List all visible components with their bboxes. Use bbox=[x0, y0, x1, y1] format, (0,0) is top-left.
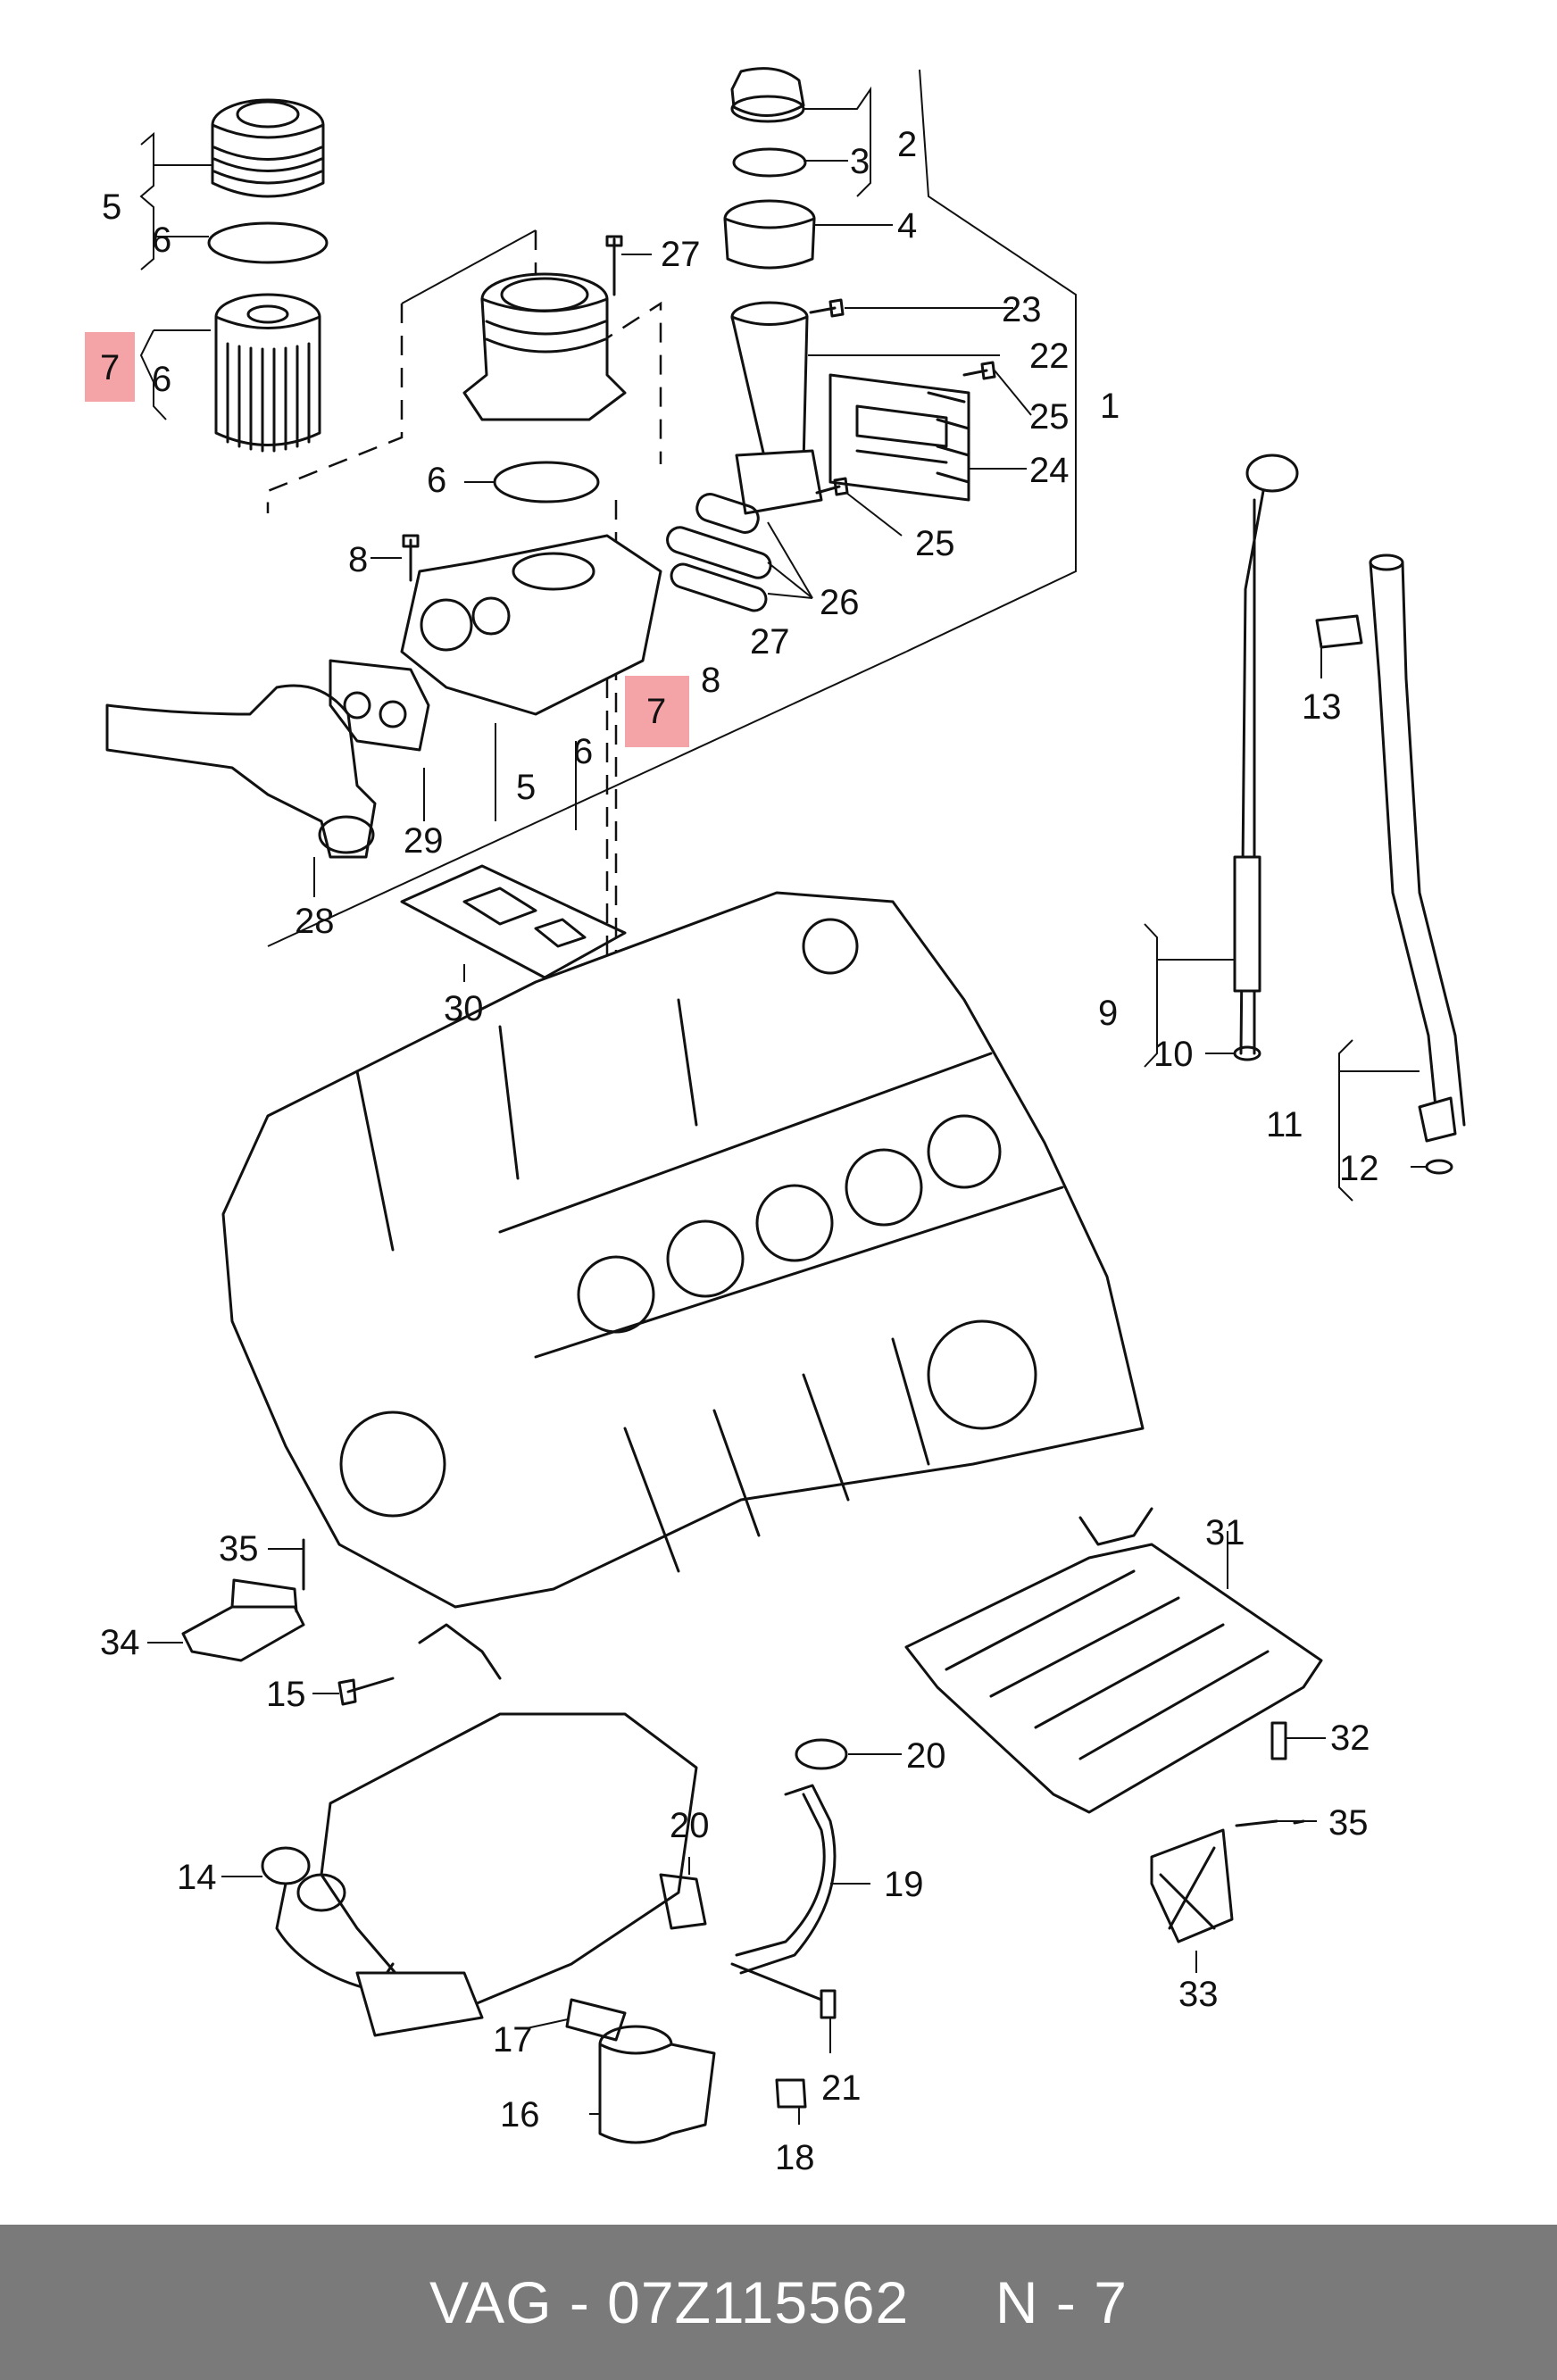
callout-23: 23 bbox=[1002, 290, 1042, 329]
bolt-27 bbox=[605, 235, 623, 296]
bolt-25a bbox=[962, 361, 996, 380]
oil-pickup-strainer bbox=[565, 1998, 807, 2144]
highlight-box-7-lower bbox=[625, 676, 689, 747]
callout-6-b: 6 bbox=[152, 360, 171, 399]
oil-module-body bbox=[400, 534, 662, 716]
highlight-box-7-upper bbox=[85, 332, 135, 402]
oil-return-pipe bbox=[659, 1738, 848, 2019]
callout-14: 14 bbox=[177, 1858, 217, 1897]
callout-28: 28 bbox=[295, 902, 335, 941]
filter-housing bbox=[462, 272, 627, 421]
callout-7-lower: 7 bbox=[646, 692, 666, 731]
engine-block bbox=[221, 891, 1145, 1609]
callout-29: 29 bbox=[404, 821, 444, 861]
bracket-left bbox=[181, 1538, 305, 1662]
oil-filler-cap bbox=[730, 67, 805, 123]
callout-35-a: 35 bbox=[219, 1529, 259, 1569]
bolt-23 bbox=[809, 298, 845, 318]
callout-32: 32 bbox=[1330, 1718, 1370, 1758]
dipstick-guide-tube bbox=[1315, 553, 1466, 1175]
coolant-elbow bbox=[105, 684, 377, 859]
callout-17: 17 bbox=[493, 2020, 533, 2060]
bolt-15 bbox=[337, 1677, 395, 1706]
module-base-gasket bbox=[400, 864, 627, 979]
oil-cooler bbox=[828, 373, 970, 502]
callout-24: 24 bbox=[1029, 451, 1070, 490]
filler-cap-seal bbox=[732, 147, 807, 178]
oil-dipstick bbox=[1233, 454, 1299, 1061]
callout-25-a: 25 bbox=[1029, 397, 1070, 437]
filter-element bbox=[214, 293, 321, 453]
callout-13: 13 bbox=[1302, 687, 1342, 727]
callout-1: 1 bbox=[1100, 387, 1120, 426]
bolt-8 bbox=[402, 534, 420, 582]
callout-5-upper: 5 bbox=[102, 187, 121, 227]
callout-18: 18 bbox=[775, 2138, 815, 2177]
callout-16: 16 bbox=[500, 2095, 540, 2135]
callout-27-a: 27 bbox=[661, 235, 701, 274]
module-group-outline bbox=[267, 69, 1077, 947]
callout-22: 22 bbox=[1029, 337, 1070, 376]
callout-5-lower: 5 bbox=[516, 768, 536, 807]
callout-19: 19 bbox=[884, 1865, 924, 1904]
callout-labels: 1 2 3 4 5 5 6 6 6 6 7 7 8 8 9 10 11 12 1… bbox=[100, 125, 1379, 2177]
callout-15: 15 bbox=[266, 1675, 306, 1714]
filter-cap bbox=[211, 98, 325, 198]
callout-20-b: 20 bbox=[670, 1806, 710, 1845]
bolts bbox=[337, 235, 1305, 1825]
cooler-gaskets bbox=[666, 493, 772, 612]
part-number-text: VAG - 07Z115562 N - 7 bbox=[429, 2269, 1128, 2335]
callout-25-b: 25 bbox=[915, 524, 955, 563]
oil-pump-assembly bbox=[261, 1623, 698, 2037]
seal-ring-upper bbox=[207, 221, 329, 264]
oil-filler-tube bbox=[730, 301, 823, 515]
callout-6-c: 6 bbox=[427, 461, 446, 500]
callout-8-b: 8 bbox=[701, 661, 720, 700]
callout-26: 26 bbox=[820, 583, 860, 622]
callout-8-a: 8 bbox=[348, 540, 368, 579]
oil-pan-baffle bbox=[904, 1507, 1323, 1814]
callout-4: 4 bbox=[897, 206, 917, 245]
callout-30: 30 bbox=[444, 989, 484, 1028]
exploded-parts-diagram: 1 2 3 4 5 5 6 6 6 6 7 7 8 8 9 10 11 12 1… bbox=[85, 67, 1466, 2177]
callout-6-d: 6 bbox=[573, 732, 593, 771]
coolant-gasket bbox=[329, 659, 430, 752]
callout-27-b: 27 bbox=[750, 622, 790, 662]
callout-12: 12 bbox=[1339, 1149, 1379, 1188]
callout-2: 2 bbox=[897, 125, 917, 164]
callout-6-a: 6 bbox=[152, 221, 171, 260]
callout-9: 9 bbox=[1098, 994, 1118, 1033]
filler-neck-ring bbox=[723, 199, 816, 270]
callout-33: 33 bbox=[1178, 1975, 1219, 2014]
callout-11: 11 bbox=[1266, 1105, 1303, 1144]
callout-10: 10 bbox=[1153, 1035, 1194, 1074]
callout-31: 31 bbox=[1205, 1513, 1245, 1552]
callout-3: 3 bbox=[850, 142, 870, 181]
callout-21: 21 bbox=[821, 2068, 862, 2108]
callout-35-b: 35 bbox=[1328, 1803, 1369, 1843]
housing-seal-ring bbox=[493, 461, 600, 503]
leader-lines bbox=[139, 86, 1427, 2125]
bracket-right bbox=[1150, 1819, 1278, 1943]
callout-34: 34 bbox=[100, 1623, 140, 1662]
callout-7-upper: 7 bbox=[100, 348, 120, 387]
part-number-footer: VAG - 07Z115562 N - 7 bbox=[0, 2225, 1557, 2380]
callout-20-a: 20 bbox=[906, 1736, 946, 1776]
